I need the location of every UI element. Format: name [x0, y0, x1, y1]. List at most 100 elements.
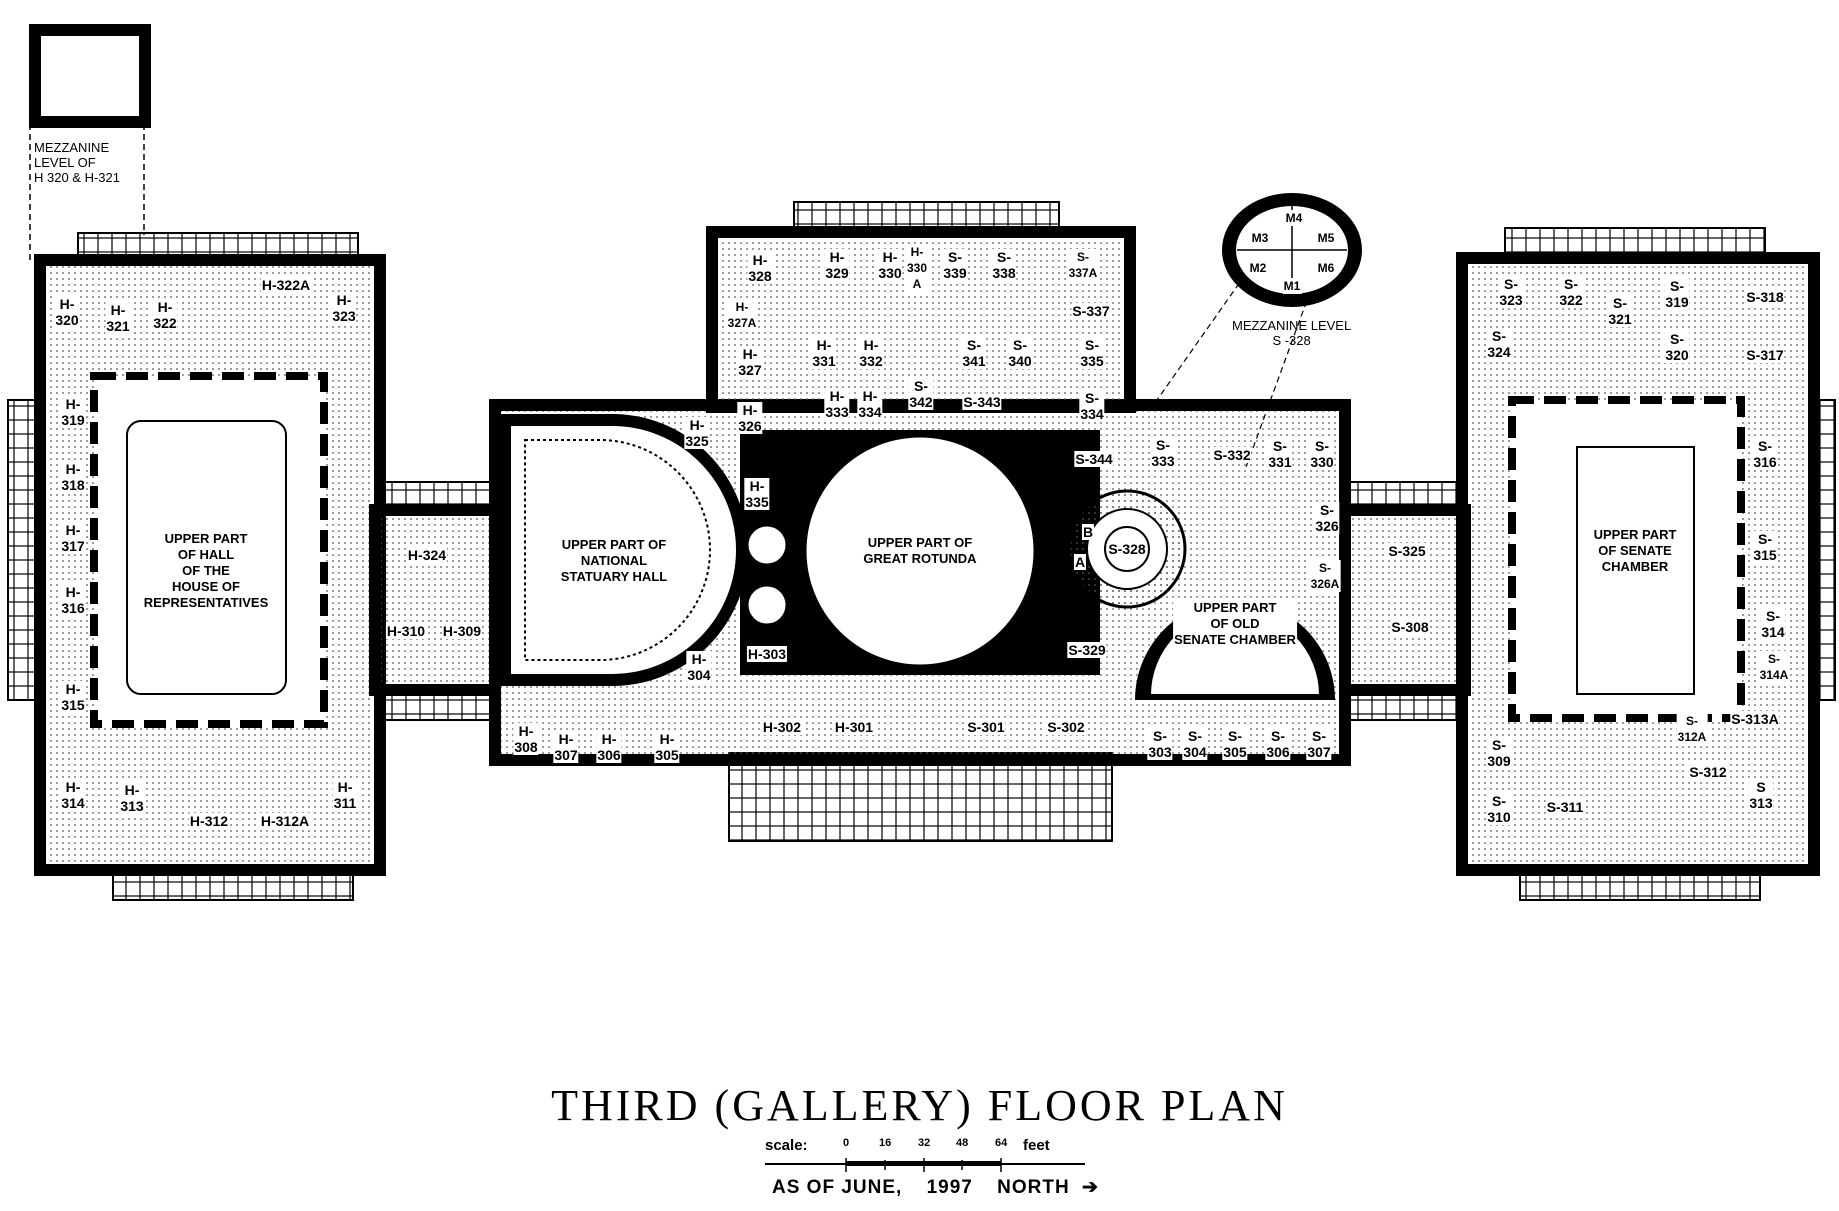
house-mezzanine-note: MEZZANINE LEVEL OF H 320 & H-321: [34, 140, 120, 185]
room-label: S- 310: [1486, 793, 1512, 825]
room-label: H- 306: [596, 731, 622, 763]
room-label: S-343: [962, 394, 1002, 410]
mezzanine-room-label: M5: [1316, 230, 1336, 246]
mezzanine-room-label: M2: [1248, 260, 1268, 276]
room-label: H- 326: [737, 402, 763, 434]
room-label: S- 314A: [1758, 651, 1790, 683]
statuary-hall-label: UPPER PART OF NATIONAL STATUARY HALL: [559, 537, 669, 585]
room-label: H- 320: [54, 296, 80, 328]
room-label: H- 335: [744, 478, 770, 510]
room-label: S- 314: [1760, 608, 1786, 640]
room-label: H-303: [746, 646, 788, 662]
room-label: S- 315: [1752, 531, 1778, 563]
room-label: H- 304: [686, 651, 712, 683]
room-label: S- 339: [942, 249, 968, 281]
room-label: A: [1073, 554, 1087, 570]
room-label: H-324: [406, 547, 448, 563]
room-label: H- 307: [553, 731, 579, 763]
room-label: S- 312A: [1676, 713, 1708, 745]
room-label: S- 323: [1498, 276, 1524, 308]
room-label: H- 322: [152, 299, 178, 331]
mezzanine-room-label: M4: [1284, 210, 1304, 226]
room-label: S- 309: [1486, 737, 1512, 769]
mezzanine-room-label: M1: [1282, 278, 1302, 294]
room-label: S-302: [1046, 719, 1086, 735]
room-label: H-322A: [260, 277, 312, 293]
room-label: S-332: [1212, 447, 1252, 463]
north-label: NORTH: [997, 1177, 1070, 1198]
room-label: H- 333: [824, 388, 850, 420]
room-label: S- 338: [991, 249, 1017, 281]
scale-tick: 0: [843, 1137, 850, 1149]
room-label: H-310: [385, 623, 427, 639]
room-label: S- 304: [1182, 728, 1208, 760]
room-label: S- 322: [1558, 276, 1584, 308]
room-label: S- 321: [1607, 295, 1633, 327]
room-label: H- 331: [811, 337, 837, 369]
room-label: H-312: [188, 813, 230, 829]
room-label: S-308: [1390, 619, 1430, 635]
room-label: S- 330: [1309, 438, 1335, 470]
room-label: H- 316: [60, 584, 86, 616]
room-label: S- 340: [1007, 337, 1033, 369]
as-of-date: AS OF JUNE,: [772, 1177, 903, 1198]
room-label: S- 334: [1079, 390, 1105, 422]
room-label: S- 326A: [1309, 560, 1341, 592]
room-label: H- 313: [119, 782, 145, 814]
room-label: S-313A: [1730, 711, 1780, 727]
room-label: S- 342: [908, 378, 934, 410]
mezzanine-room-label: M3: [1250, 230, 1270, 246]
room-label: H- 319: [60, 396, 86, 428]
room-label: H- 330: [877, 249, 903, 281]
scale-label: scale:: [765, 1137, 808, 1154]
room-label: S- 320: [1664, 331, 1690, 363]
room-label: S-344: [1074, 451, 1114, 467]
room-label: S-337: [1071, 303, 1111, 319]
room-label: H- 315: [60, 681, 86, 713]
old-senate-label: UPPER PART OF OLD SENATE CHAMBER: [1173, 600, 1297, 648]
room-label: S 313: [1748, 779, 1774, 811]
room-label: S- 333: [1150, 437, 1176, 469]
senate-mezzanine-note: MEZZANINE LEVEL S -328: [1232, 318, 1352, 348]
rotunda-label: UPPER PART OF GREAT ROTUNDA: [862, 535, 978, 567]
room-label: S-301: [966, 719, 1006, 735]
room-label: H- 317: [60, 522, 86, 554]
room-label: S- 335: [1079, 337, 1105, 369]
mezzanine-room-label: M6: [1316, 260, 1336, 276]
room-label: H- 334: [857, 388, 883, 420]
room-label: H- 327A: [726, 299, 758, 331]
room-label: S-312: [1688, 764, 1728, 780]
scale-tick: 32: [918, 1137, 931, 1149]
room-label: H- 329: [824, 249, 850, 281]
room-label: H- 305: [654, 731, 680, 763]
room-label: S- 324: [1486, 328, 1512, 360]
room-label: S-317: [1745, 347, 1785, 363]
room-label: S- 316: [1752, 438, 1778, 470]
scale-tick: 48: [956, 1137, 969, 1149]
room-label: S- 306: [1265, 728, 1291, 760]
scale-tick: 64: [995, 1137, 1008, 1149]
north-arrow-icon: ➔: [1082, 1177, 1099, 1198]
plan-title: THIRD (GALLERY) FLOOR PLAN: [551, 1081, 1288, 1130]
room-label: S- 307: [1306, 728, 1332, 760]
room-label: H- 325: [684, 417, 710, 449]
as-of-line: AS OF JUNE, 1997 NORTH ➔: [772, 1176, 1117, 1199]
room-label: S- 319: [1664, 278, 1690, 310]
house-hall-label: UPPER PART OF HALL OF THE HOUSE OF REPRE…: [142, 531, 270, 611]
senate-chamber-label: UPPER PART OF SENATE CHAMBER: [1592, 527, 1678, 575]
room-label: H- 323: [331, 292, 357, 324]
room-label: H- 332: [858, 337, 884, 369]
room-label: H-312A: [259, 813, 311, 829]
room-label: S-328: [1107, 541, 1147, 557]
scale-unit: feet: [1023, 1137, 1050, 1154]
room-label: H-302: [761, 719, 803, 735]
scale-tick: 16: [879, 1137, 892, 1149]
room-label: S-311: [1545, 799, 1585, 815]
room-label: B: [1081, 524, 1095, 540]
room-label: S- 341: [961, 337, 987, 369]
room-label: H-301: [833, 719, 875, 735]
room-label: S- 326: [1314, 502, 1340, 534]
room-label: S- 305: [1222, 728, 1248, 760]
as-of-year: 1997: [926, 1177, 973, 1198]
room-label: H-309: [441, 623, 483, 639]
